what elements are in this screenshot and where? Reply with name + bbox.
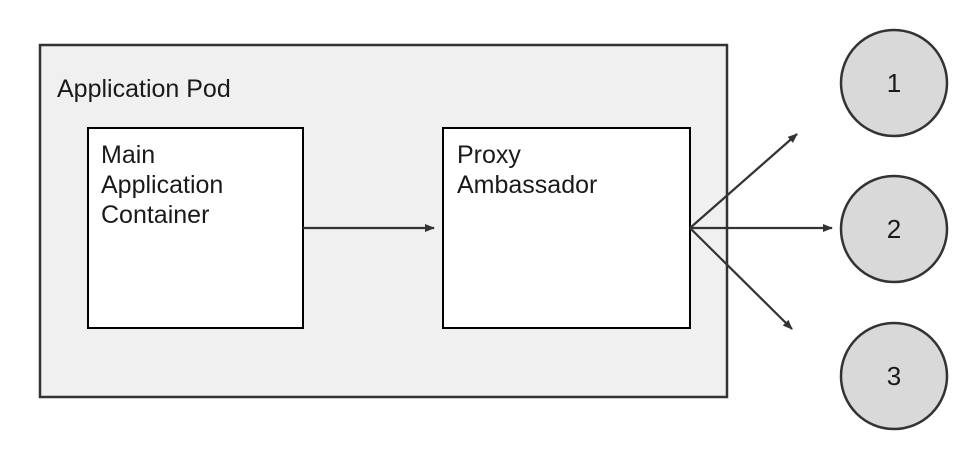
proxy-ambassador-label: Proxy Ambassador xyxy=(457,141,598,199)
endpoint-3-label: 3 xyxy=(886,361,902,391)
main-application-container-box xyxy=(87,127,304,329)
main-application-container-label: Main Application Container xyxy=(101,141,224,229)
endpoint-1-circle xyxy=(839,28,949,138)
proxy-to-endpoint-3-arrow xyxy=(689,227,793,330)
proxy-to-endpoint-1-arrow xyxy=(689,133,798,229)
endpoint-1-label: 1 xyxy=(886,68,902,98)
application-pod-label: Application Pod xyxy=(57,75,231,103)
proxy-ambassador-container-box xyxy=(442,127,691,329)
endpoint-3-circle xyxy=(839,321,949,431)
endpoint-2-circle xyxy=(839,174,949,284)
endpoint-2-label: 2 xyxy=(886,214,902,244)
